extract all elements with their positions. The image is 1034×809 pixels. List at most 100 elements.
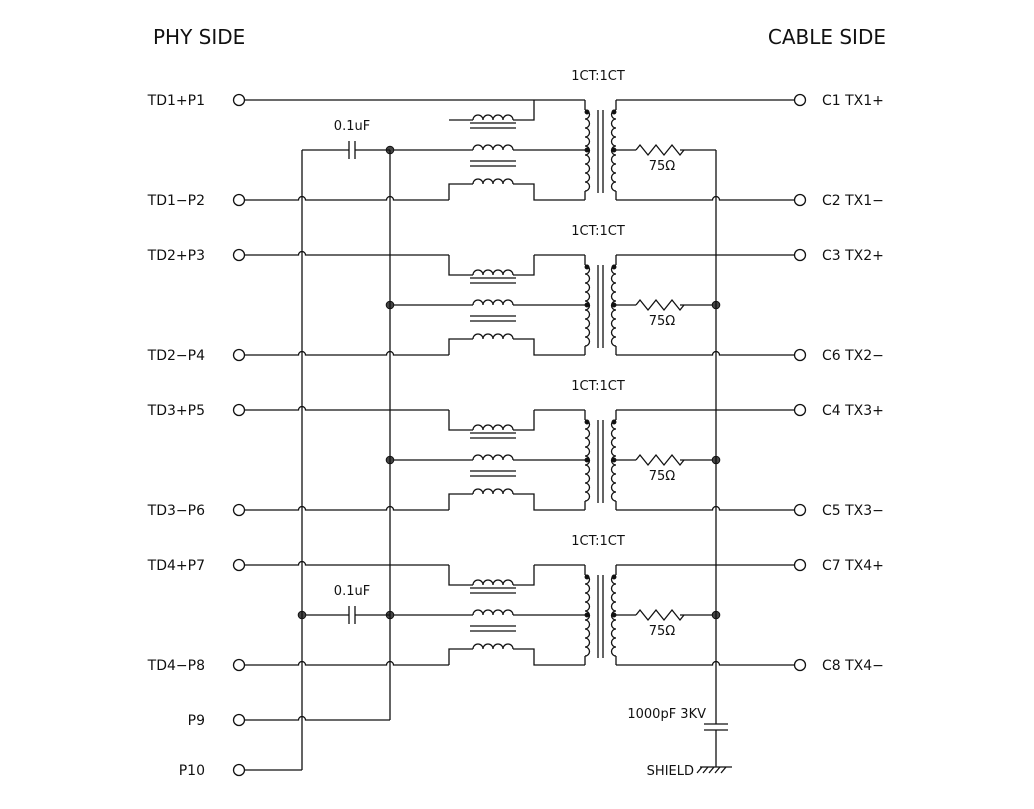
signal-wire xyxy=(245,250,449,256)
terminal-pin xyxy=(232,503,246,517)
pin-label-left: TD2−P4 xyxy=(147,348,205,364)
terminal-pin xyxy=(232,403,246,417)
terminal-pin xyxy=(793,503,807,517)
ground-symbol xyxy=(702,766,709,774)
wire xyxy=(448,493,473,510)
terminal-pin xyxy=(232,763,246,777)
polarity-dot xyxy=(611,574,617,580)
transformer-primary xyxy=(584,109,591,192)
polarity-dot xyxy=(611,264,617,270)
choke-coil xyxy=(472,114,514,121)
polarity-dot xyxy=(611,147,617,153)
terminal-pin xyxy=(793,248,807,262)
choke-coil xyxy=(472,178,514,185)
pin-label-left: TD2+P3 xyxy=(147,248,205,264)
pin-label-right: C5 TX3− xyxy=(822,503,884,519)
wire xyxy=(513,410,535,431)
termination-resistor xyxy=(635,453,685,467)
ground-symbol xyxy=(708,766,715,774)
polarity-dot xyxy=(584,457,590,463)
termination-resistor xyxy=(635,608,685,622)
wire xyxy=(513,255,535,276)
transformer-secondary xyxy=(610,574,617,657)
signal-wire xyxy=(616,660,795,666)
transformer-primary xyxy=(584,419,591,502)
pin-label-left: TD3+P5 xyxy=(147,403,205,419)
transformer-secondary xyxy=(610,109,617,192)
choke-coil xyxy=(472,579,514,586)
wire xyxy=(513,565,535,586)
polarity-dot xyxy=(584,574,590,580)
pin-label-left: P9 xyxy=(188,713,205,729)
terminal-pin xyxy=(232,713,246,727)
terminal-pin xyxy=(793,558,807,572)
terminal-pin xyxy=(793,93,807,107)
phy-side-label: PHY SIDE xyxy=(153,25,245,49)
polarity-dot xyxy=(584,147,590,153)
transformer-secondary xyxy=(610,419,617,502)
termination-resistor xyxy=(635,298,685,312)
transformer-primary xyxy=(584,574,591,657)
wire xyxy=(513,493,585,511)
terminal-pin xyxy=(793,403,807,417)
wire xyxy=(448,648,473,665)
polarity-dot xyxy=(584,302,590,308)
wire xyxy=(448,410,473,431)
cable-side-label: CABLE SIDE xyxy=(768,25,886,49)
pin-label-right: C6 TX2− xyxy=(822,348,884,364)
pin-label-left: TD4−P8 xyxy=(147,658,205,674)
wire xyxy=(513,648,585,666)
pin-label-left: P10 xyxy=(179,763,205,779)
polarity-dot xyxy=(611,457,617,463)
pin-label-left: TD1+P1 xyxy=(147,93,205,109)
wire xyxy=(513,100,535,121)
capacitor-label: 0.1uF xyxy=(334,119,370,134)
termination-resistor xyxy=(635,143,685,157)
choke-coil xyxy=(472,299,514,306)
turns-ratio-label: 1CT:1CT xyxy=(571,69,625,84)
pin-label-right: C4 TX3+ xyxy=(822,403,884,419)
signal-wire xyxy=(245,505,449,511)
signal-wire xyxy=(245,405,449,411)
pin-label-right: C2 TX1− xyxy=(822,193,884,209)
choke-coil xyxy=(472,643,514,650)
pin-label-right: C7 TX4+ xyxy=(822,558,884,574)
transformer-primary xyxy=(584,264,591,347)
wire xyxy=(513,338,585,356)
signal-wire xyxy=(616,350,795,356)
resistor-label: 75Ω xyxy=(649,624,676,639)
choke-coil xyxy=(472,144,514,151)
polarity-dot xyxy=(584,419,590,425)
resistor-label: 75Ω xyxy=(649,314,676,329)
terminal-pin xyxy=(232,558,246,572)
signal-wire xyxy=(616,195,795,201)
polarity-dot xyxy=(611,419,617,425)
choke-coil xyxy=(472,609,514,616)
transformer-secondary xyxy=(610,264,617,347)
pin-label-left: TD3−P6 xyxy=(147,503,205,519)
pin-label-left: TD1−P2 xyxy=(147,193,205,209)
wire xyxy=(448,183,473,200)
ground-symbol xyxy=(720,766,727,774)
turns-ratio-label: 1CT:1CT xyxy=(571,224,625,239)
polarity-dot xyxy=(584,612,590,618)
terminal-pin xyxy=(232,248,246,262)
choke-coil xyxy=(472,333,514,340)
wire xyxy=(513,183,585,201)
choke-coil xyxy=(472,269,514,276)
polarity-dot xyxy=(584,264,590,270)
pin-label-left: TD4+P7 xyxy=(147,558,205,574)
polarity-dot xyxy=(611,612,617,618)
choke-coil xyxy=(472,488,514,495)
wire xyxy=(448,565,473,586)
terminal-pin xyxy=(232,348,246,362)
signal-wire xyxy=(616,505,795,511)
resistor-label: 75Ω xyxy=(649,469,676,484)
terminal-pin xyxy=(793,658,807,672)
resistor-label: 75Ω xyxy=(649,159,676,174)
ground-symbol xyxy=(714,766,721,774)
polarity-dot xyxy=(584,109,590,115)
turns-ratio-label: 1CT:1CT xyxy=(571,534,625,549)
